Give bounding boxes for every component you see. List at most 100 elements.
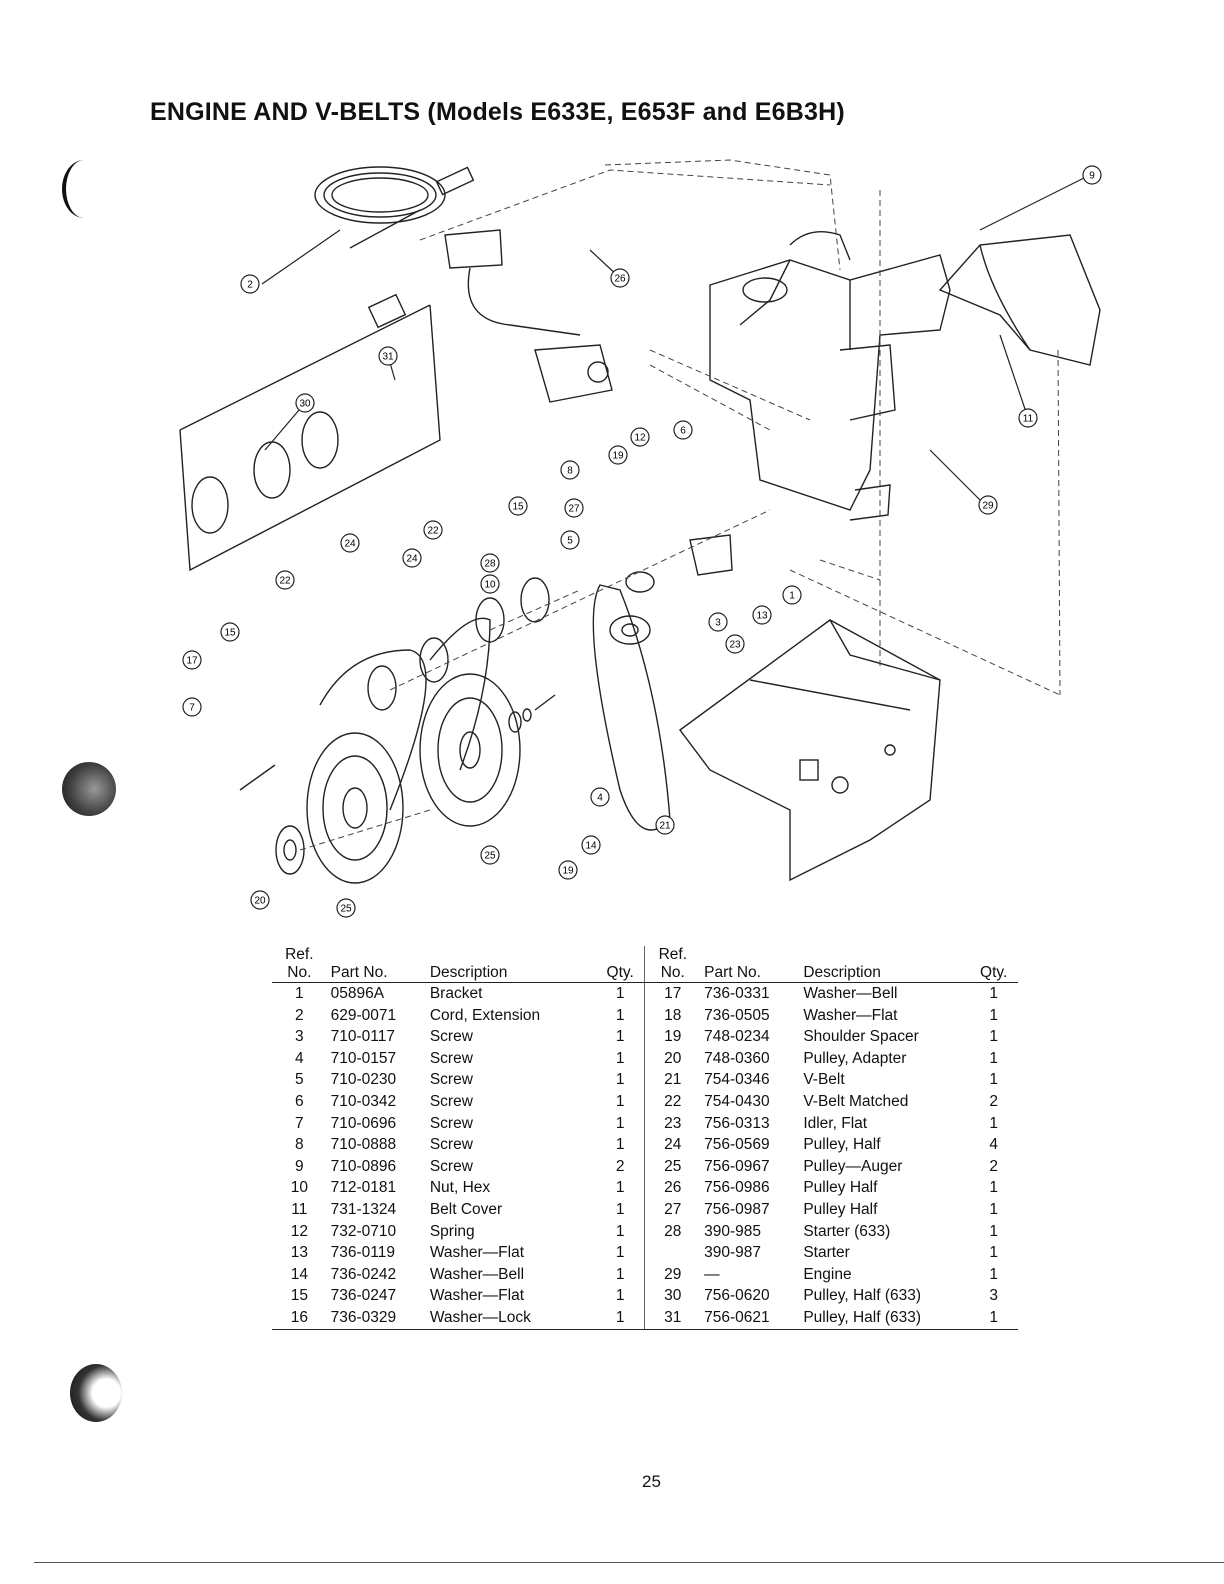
qty-cell: 1 [989,1200,998,1218]
ref-no-cell: 25 [664,1157,682,1175]
ref-no-cell: 16 [272,1306,327,1330]
qty-cell: 1 [595,1177,646,1199]
callout-number: 7 [189,703,195,714]
qty-cell: 1 [595,1306,646,1330]
qty-cell: 2 [595,1155,646,1178]
description-cell: Pulley—Auger [803,1157,903,1175]
qty-cell: 1 [595,1220,646,1243]
part-no-cell: 736-0247 [330,1287,397,1305]
description-cell: Belt Cover [429,1200,503,1218]
callout-number: 19 [612,451,624,462]
qty-cell: 1 [989,1222,998,1240]
callout-number: 4 [597,793,603,804]
part-no-cell: 732-0710 [330,1222,397,1240]
ref-no-cell: 23 [664,1114,682,1132]
description-cell: Screw [429,1157,473,1175]
callout-number: 3 [715,618,721,629]
ref-no-cell: 9 [295,1157,304,1175]
part-no-cell: 710-0896 [330,1157,397,1175]
qty-cell: 1 [595,1069,646,1091]
col-ref-top: Ref. [658,946,688,963]
exploded-parts-diagram: 2269313011291261981527528102224242211332… [179,159,1102,918]
qty-cell: 1 [969,1306,1018,1330]
description-cell: Cord, Extension [429,1006,541,1024]
col-ref-no: No. [272,964,327,983]
ref-no-cell: 5 [295,1071,304,1089]
description-cell: Screw [429,1092,473,1110]
ref-no-cell: 19 [664,1028,682,1046]
description-cell: Pulley, Half [803,1136,881,1154]
col-qty: Qty. [969,964,1018,983]
part-no-cell: 736-0505 [704,1006,770,1024]
qty-cell: 2 [989,1092,998,1110]
v-belt-matched [319,649,427,811]
callout-number: 27 [568,504,580,515]
ref-no-cell: 30 [664,1287,682,1305]
col-part-no: Part No. [326,964,426,983]
part-no-cell: 710-0157 [330,1049,397,1067]
callout-number: 12 [634,433,646,444]
part-no-cell: 756-0313 [704,1114,770,1132]
ref-no-cell: 2 [295,1006,304,1024]
qty-cell: 1 [989,1049,998,1067]
qty-cell: 1 [989,1114,998,1132]
callout-number: 30 [299,399,311,410]
qty-cell: 1 [595,1198,646,1221]
part-no-cell: 710-0230 [330,1071,397,1089]
fuel-cap [742,277,788,303]
ref-no-cell: 1 [295,985,304,1002]
pulley-adapter [275,825,305,875]
qty-cell: 1 [595,1285,646,1307]
callout-number: 22 [279,576,291,587]
page-number: 25 [642,1472,661,1491]
ref-no-cell: 3 [295,1028,304,1046]
callout-number: 13 [756,611,768,622]
description-cell: Screw [429,1071,473,1089]
electric-starter [534,344,613,403]
callout-number: 17 [186,656,198,667]
callout-number: 22 [427,526,439,537]
table-header-row: No. Part No. Description Qty. No. Part N… [272,964,1018,983]
part-no-cell: 736-0242 [330,1265,397,1283]
callout-number: 26 [614,274,626,285]
part-no-cell: — [704,1265,720,1283]
col-ref-no: No. [644,964,701,983]
binder-hole-mark [70,1364,122,1422]
description-cell: Screw [429,1028,473,1046]
qty-cell: 1 [595,982,646,1005]
col-description: Description [799,964,970,983]
description-cell: Pulley, Half (633) [799,1306,970,1330]
description-cell: Screw [429,1114,473,1132]
description-cell: Idler, Flat [803,1114,868,1132]
callout-number: 31 [382,352,394,363]
spacer [367,293,407,329]
qty-cell: 1 [989,1006,998,1024]
parts-list-table: Ref. Ref. No. Part No. Description Qty. … [272,946,1018,1330]
auger-pulley [306,732,404,884]
callout-number: 15 [224,628,236,639]
part-no-cell: 754-0346 [704,1071,770,1089]
callout-number: 8 [567,466,573,477]
qty-cell: 1 [595,1134,646,1156]
ref-no-cell: 17 [664,985,682,1002]
callout-number: 15 [512,502,524,513]
frame-housing [679,619,941,882]
callout-number: 24 [406,554,418,565]
description-cell: Starter (633) [803,1222,891,1240]
part-no-cell: 754-0430 [704,1092,770,1110]
ref-no-cell: 29 [664,1265,682,1283]
description-cell: Nut, Hex [429,1179,491,1197]
qty-cell: 1 [989,985,998,1002]
part-no-cell: 736-0329 [326,1306,426,1330]
qty-cell: 1 [989,1244,998,1262]
qty-cell: 1 [989,1179,998,1197]
part-no-cell: 748-0360 [704,1049,770,1067]
